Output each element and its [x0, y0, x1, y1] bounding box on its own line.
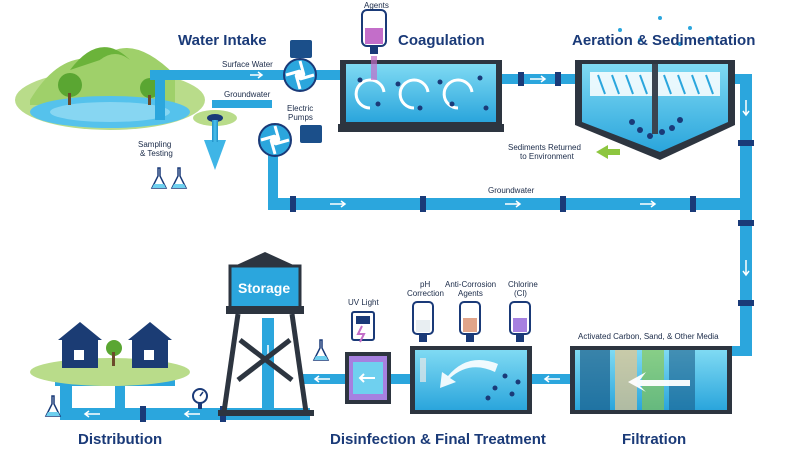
label-sampling: Sampling: [138, 140, 172, 149]
chlorine-dispenser-icon: [509, 301, 531, 342]
label-pumps: Pumps: [288, 113, 313, 122]
label-surface-water: Surface Water: [222, 60, 273, 69]
coagulation-tank: [338, 60, 504, 132]
label-chlorine: Chlorine: [508, 280, 538, 289]
pressure-gauge-icon: [192, 388, 208, 409]
label-agents: Agents: [364, 1, 389, 10]
electric-pump-ground-icon: [258, 123, 322, 157]
filtration-tank: [570, 346, 732, 414]
label-groundwater-top: Groundwater: [224, 90, 271, 99]
label-sediments-returned: Sediments Returned: [508, 143, 581, 152]
title-filtration: Filtration: [622, 431, 687, 448]
aeration-sedimentation-tank: [575, 16, 735, 160]
sampling-flasks-icon: [150, 167, 188, 189]
landscape: [15, 47, 205, 130]
title-disinfection: Disinfection & Final Treatment: [330, 431, 546, 448]
storage-tower: [218, 252, 314, 416]
label-cl: (Cl): [514, 289, 527, 298]
pipe-network: [55, 70, 754, 422]
final-treatment-tank: [410, 346, 532, 414]
title-coagulation: Coagulation: [398, 32, 485, 49]
label-storage: Storage: [238, 280, 291, 296]
label-anti-corrosion: Anti-Corrosion: [445, 280, 497, 289]
label-correction: Correction: [407, 289, 444, 298]
flask-icon: [312, 339, 330, 361]
title-aeration-sedimentation: Aeration & Sedimentation: [572, 32, 756, 49]
label-ph: pH: [420, 280, 431, 289]
label-electric: Electric: [287, 104, 314, 113]
ph-dispenser-icon: [412, 301, 434, 342]
distribution-homes: [30, 322, 190, 386]
label-groundwater-mid: Groundwater: [488, 186, 535, 195]
electric-pump-surface-icon: [283, 40, 317, 92]
flask-icon-distribution: [44, 395, 62, 417]
label-filter-media: Activated Carbon, Sand, & Other Media: [578, 332, 719, 341]
title-distribution: Distribution: [78, 431, 163, 448]
label-agents-anti: Agents: [458, 289, 483, 298]
anti-corrosion-dispenser-icon: [459, 301, 481, 342]
title-water-intake: Water Intake: [178, 32, 267, 49]
label-uv-light: UV Light: [348, 298, 379, 307]
label-to-environment: to Environment: [520, 152, 574, 161]
sediment-return-arrow-icon: [596, 145, 620, 159]
coagulant-dispenser-icon: [361, 9, 387, 80]
label-testing: & Testing: [140, 149, 173, 158]
groundwater-well: [193, 110, 237, 170]
uv-unit: [345, 311, 391, 404]
